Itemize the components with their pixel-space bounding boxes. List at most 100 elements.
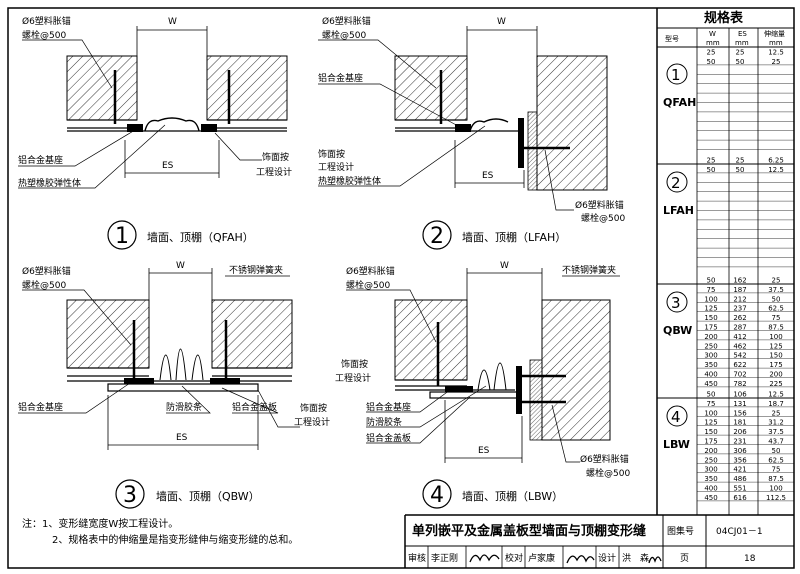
es-dimension — [444, 400, 523, 463]
spec-cell: 50 — [772, 447, 781, 455]
spec-group-number: 3 — [671, 294, 681, 312]
base-label: 铝合金基座 — [18, 401, 63, 413]
spec-cell: 156 — [733, 409, 747, 417]
base-ceiling — [455, 124, 471, 132]
spec-cell: 462 — [733, 342, 746, 350]
w-dimension — [136, 26, 208, 56]
anchor-label-2: Ø6塑料胀锚 — [575, 199, 624, 211]
es-label: ES — [176, 433, 188, 443]
spec-cell: 12.5 — [768, 166, 784, 174]
spec-cell: 50 — [772, 295, 781, 303]
sheet-border — [7, 7, 795, 569]
spec-cell: 75 — [707, 400, 716, 408]
spec-cell: 125 — [704, 305, 717, 313]
bolt-label-2: 螺栓@500 — [586, 467, 630, 479]
base-left — [127, 124, 143, 132]
spec-cell: 225 — [769, 380, 782, 388]
elastomer-label: 热塑橡胶弹性体 — [18, 177, 81, 189]
spec-cell: 175 — [704, 324, 717, 332]
spec-cell: 12.5 — [768, 49, 784, 57]
page-label: 页 — [680, 553, 689, 564]
spec-cell: 175 — [704, 438, 717, 446]
caption-text: 墙面、顶棚（LFAH） — [462, 230, 566, 244]
cover-plate — [107, 383, 259, 392]
spec-group-number-circle — [666, 405, 688, 427]
atlas-label: 图集号 — [667, 525, 694, 537]
spring-label: 不锈钢弹簧夹 — [229, 264, 283, 276]
spec-cell: 181 — [733, 419, 746, 427]
leader-lines — [318, 39, 574, 211]
anchor-label: Ø6塑料胀锚 — [22, 15, 71, 27]
w-dimension — [466, 26, 538, 56]
w-label: W — [168, 17, 177, 27]
finish-label-1: 饰面按 — [262, 151, 289, 163]
spec-cell: 356 — [733, 456, 747, 464]
base-ceiling — [445, 386, 473, 392]
view-qbw: Ø6塑料胀锚 螺栓@500 W 不锈钢弹簧夹 铝合金基座 防滑胶条 铝合金盖板 … — [18, 261, 330, 509]
header-stretch-unit: mm — [769, 39, 783, 47]
spec-cell: 50 — [707, 166, 716, 174]
spec-cell: 212 — [733, 295, 746, 303]
caption-number: 1 — [115, 224, 129, 249]
elastomer-profile — [469, 118, 509, 132]
wall-left — [66, 299, 150, 369]
spring-clips — [159, 348, 204, 381]
spec-cell: 25 — [707, 157, 716, 165]
elastomer-profile — [144, 117, 200, 132]
w-dimension — [148, 268, 213, 300]
plate-label: 铝合金盖板 — [366, 432, 411, 444]
spring-clips — [477, 362, 507, 391]
spec-cell: 486 — [733, 475, 747, 483]
spec-cell: 300 — [704, 352, 717, 360]
wall-right — [206, 55, 288, 121]
checker-signature — [566, 555, 595, 564]
caption-number-circle — [422, 220, 452, 250]
base-label: 铝合金基座 — [18, 154, 63, 166]
spec-group-model: QBW — [663, 324, 692, 337]
spec-cell: 400 — [704, 371, 717, 379]
spec-cell: 200 — [769, 371, 782, 379]
view-qfah: Ø6塑料胀锚 螺栓@500 W 铝合金基座 饰面按 工程设计 ES 热塑橡胶弹性… — [18, 15, 292, 250]
spec-cell: 31.2 — [768, 419, 784, 427]
spec-cell: 131 — [733, 400, 746, 408]
anchor-label: Ø6塑料胀锚 — [322, 15, 371, 27]
spec-cell: 25 — [736, 157, 745, 165]
header-es-unit: mm — [735, 39, 749, 47]
leader-lines — [18, 39, 262, 189]
spec-group-number: 2 — [671, 174, 681, 192]
spec-cell: 200 — [704, 333, 717, 341]
w-label: W — [500, 261, 509, 271]
spec-cell: 175 — [769, 361, 782, 369]
spec-cell: 100 — [769, 333, 782, 341]
note-1: 注：1、变形缝宽度W按工程设计。 — [22, 518, 298, 531]
spec-cell: 350 — [704, 475, 717, 483]
spec-cell: 200 — [704, 447, 717, 455]
header-w-unit: mm — [706, 39, 720, 47]
wall-side — [541, 299, 611, 441]
design-label: 设计 — [598, 552, 616, 564]
finish-label-1: 饰面按 — [341, 358, 368, 370]
finish-label-2: 工程设计 — [294, 416, 330, 428]
spec-title: 规格表 — [704, 10, 744, 26]
caption-number-circle — [107, 220, 137, 250]
spec-cell: 112.5 — [766, 494, 786, 502]
elastomer-label: 热塑橡胶弹性体 — [318, 175, 381, 187]
es-label: ES — [482, 171, 494, 181]
caption-text: 墙面、顶棚（QFAH） — [147, 230, 254, 244]
spec-cell: 150 — [704, 428, 717, 436]
note-1-text: 1、变形缝宽度W按工程设计。 — [42, 519, 179, 530]
wall-side — [536, 55, 608, 191]
spec-cell: 50 — [736, 166, 745, 174]
spec-group-number-circle — [666, 291, 688, 313]
strip-label: 防滑胶条 — [166, 401, 202, 413]
sheet-title: 单列嵌平及金属盖板型墙面与顶棚变形缝 — [412, 523, 646, 539]
spec-cell: 250 — [704, 342, 717, 350]
spec-cell: 622 — [733, 361, 746, 369]
bolt-label: 螺栓@500 — [22, 279, 66, 291]
note-2: 2、规格表中的伸缩量是指变形缝伸与缩变形缝的总和。 — [52, 534, 298, 547]
caption-number-circle — [115, 479, 145, 509]
spec-cell: 421 — [733, 466, 746, 474]
bolt-label: 螺栓@500 — [322, 29, 366, 41]
spec-cell: 542 — [733, 352, 746, 360]
